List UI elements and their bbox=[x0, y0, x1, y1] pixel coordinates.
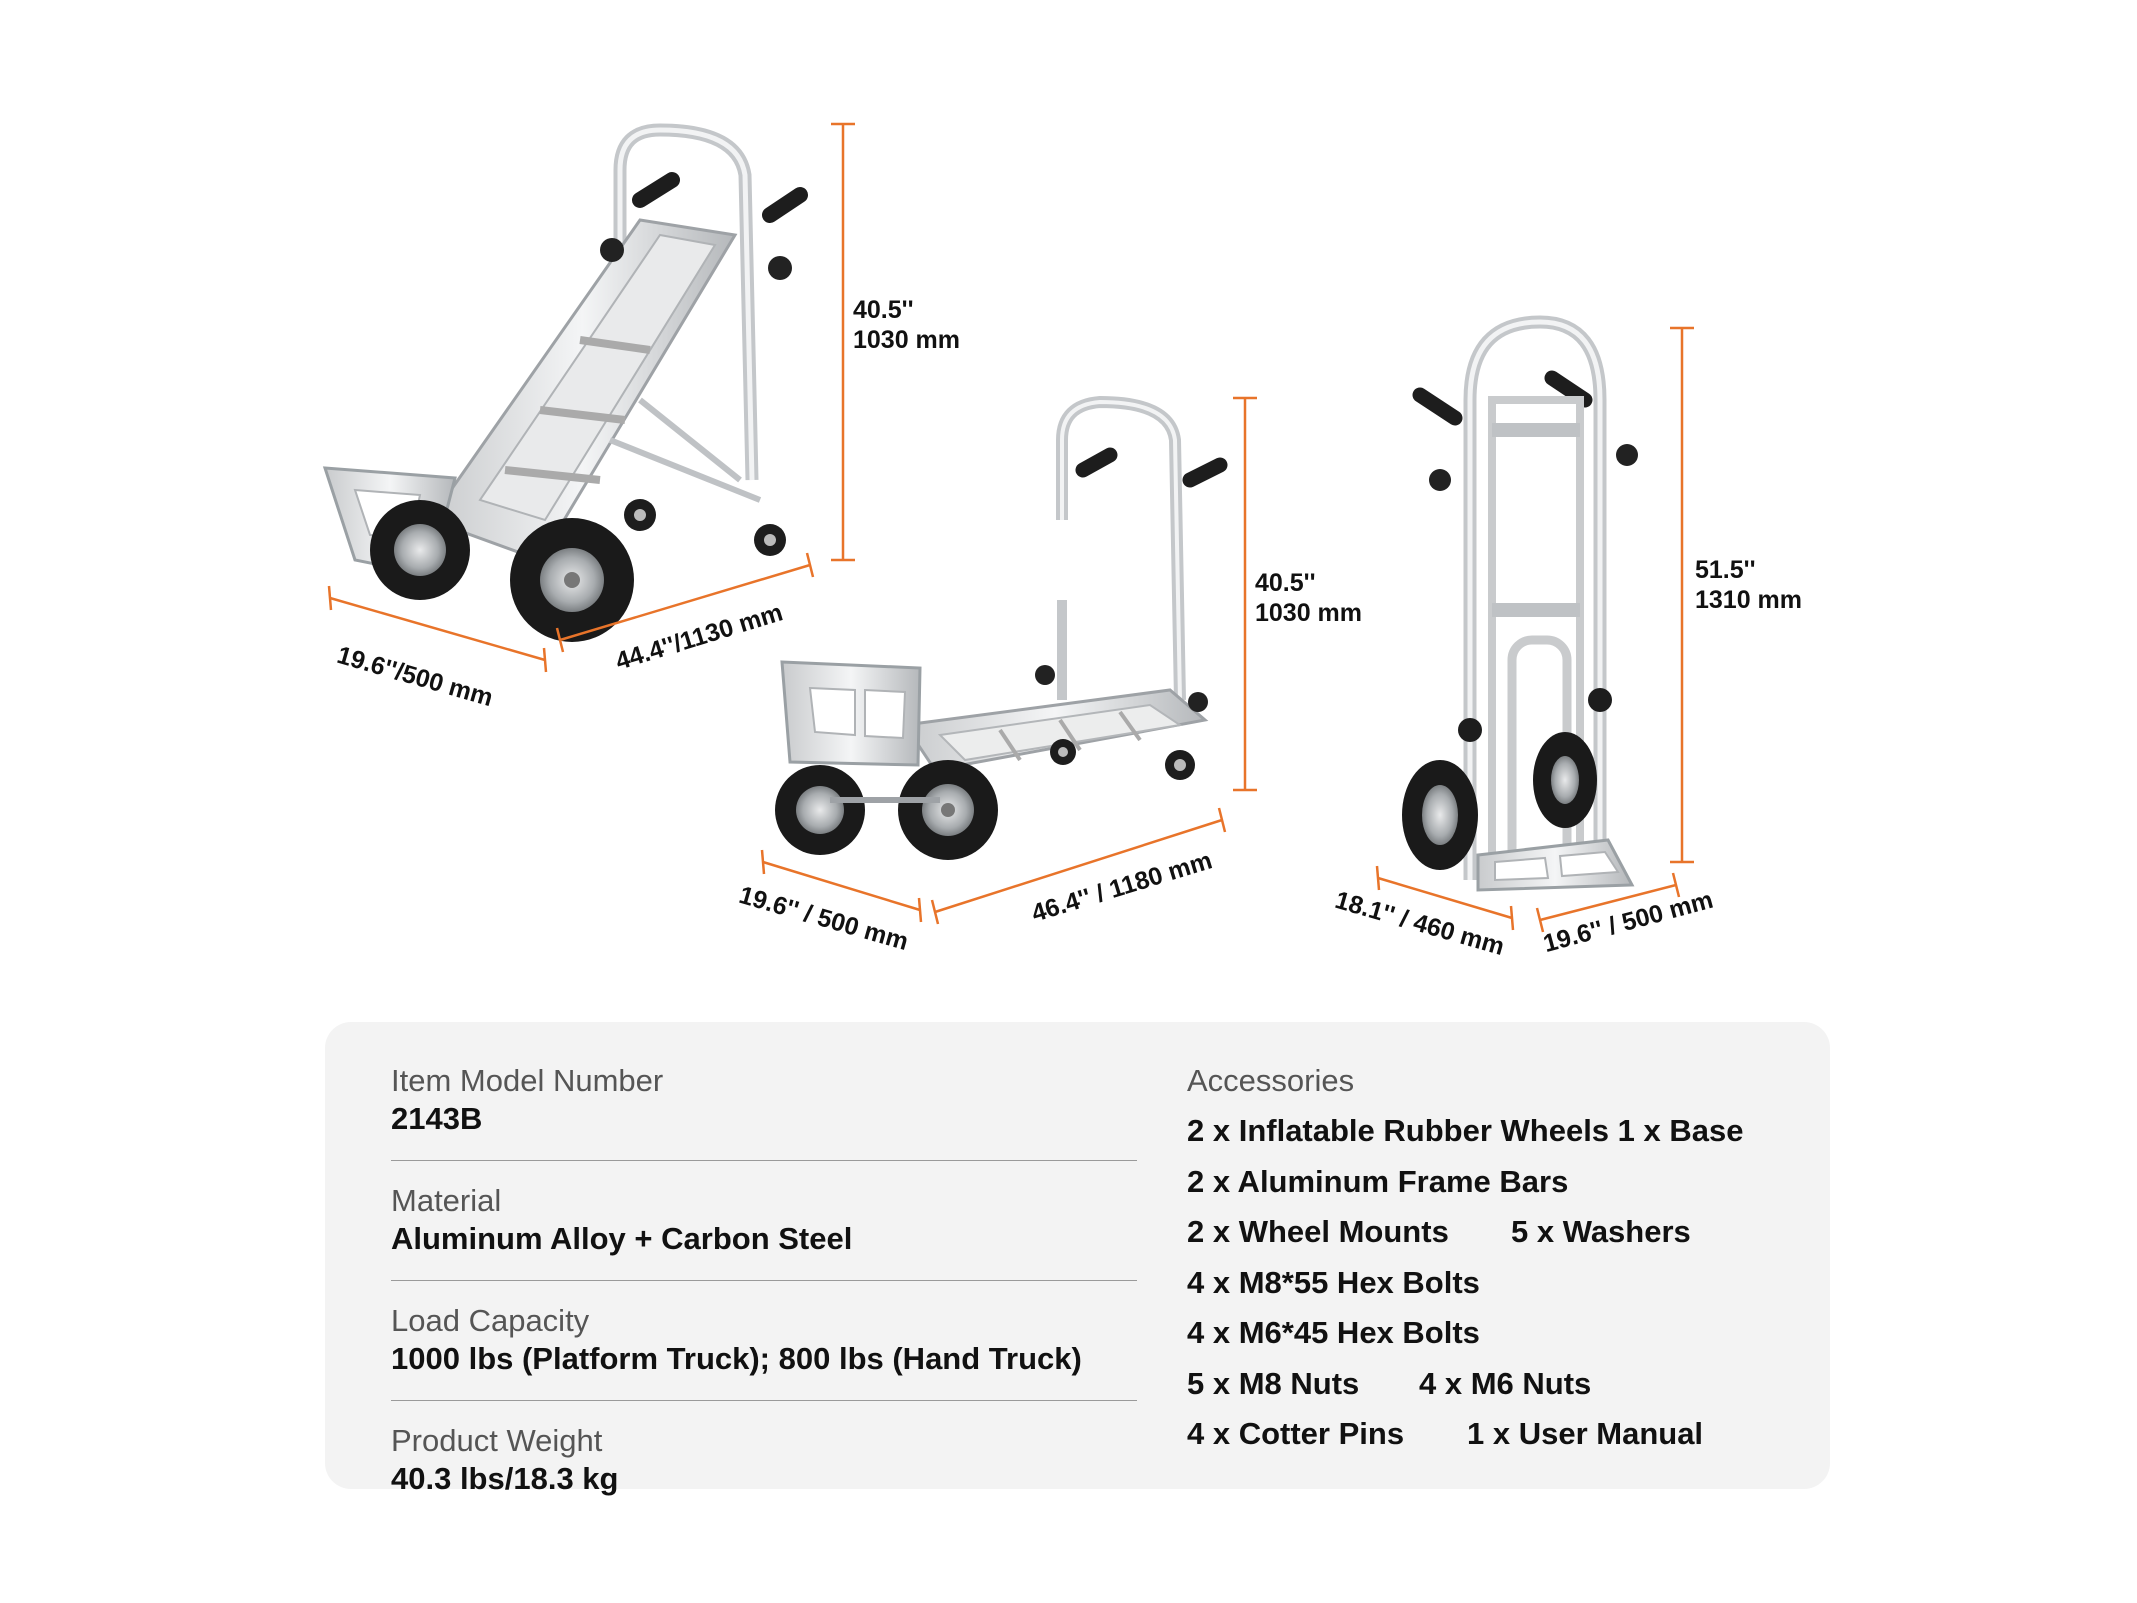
accessory-row: 4 x M6*45 Hex Bolts bbox=[1187, 1314, 1807, 1365]
height-label-b: 40.5'' 1030 mm bbox=[1255, 569, 1363, 627]
convertible-truck-angled bbox=[322, 123, 808, 642]
accessory-row: 2 x Inflatable Rubber Wheels 1 x Base bbox=[1187, 1112, 1807, 1163]
dimension-lines-c bbox=[1375, 326, 1694, 933]
spec-label: Load Capacity bbox=[391, 1303, 590, 1338]
accessory-item: 5 x M8 Nuts bbox=[1187, 1365, 1360, 1401]
accessory-item: 1 x User Manual bbox=[1467, 1416, 1704, 1451]
accessory-row: 2 x Aluminum Frame Bars bbox=[1187, 1163, 1807, 1214]
dimension-lines-b bbox=[760, 396, 1257, 925]
accessory-item: 4 x M6 Nuts bbox=[1419, 1365, 1592, 1401]
spec-item-load-capacity: Load Capacity 1000 lbs (Platform Truck);… bbox=[391, 1302, 1137, 1401]
product-illustration bbox=[322, 122, 1694, 933]
accessory-item: 4 x M6*45 Hex Bolts bbox=[1187, 1315, 1480, 1350]
accessory-item: 4 x Cotter Pins bbox=[1187, 1416, 1405, 1451]
platform-truck bbox=[775, 395, 1228, 860]
accessory-item: 2 x Aluminum Frame Bars bbox=[1187, 1163, 1569, 1199]
spec-value: 1000 lbs (Platform Truck); 800 lbs (Hand… bbox=[391, 1341, 1082, 1376]
spec-item-weight: Product Weight 40.3 lbs/18.3 kg bbox=[391, 1422, 1137, 1520]
spec-panel: Item Model Number 2143B Material Aluminu… bbox=[325, 1022, 1830, 1496]
spec-label: Item Model Number bbox=[391, 1063, 664, 1098]
accessory-row: 4 x Cotter Pins 1 x User Manual bbox=[1187, 1415, 1807, 1466]
accessory-row: 2 x Wheel Mounts 5 x Washers bbox=[1187, 1213, 1807, 1264]
spec-label: Product Weight bbox=[391, 1423, 603, 1458]
spec-item-model: Item Model Number 2143B bbox=[391, 1062, 1137, 1161]
accessories-list: Accessories 2 x Inflatable Rubber Wheels… bbox=[1187, 1062, 1807, 1466]
accessory-row: 4 x M8*55 Hex Bolts bbox=[1187, 1264, 1807, 1315]
spec-value: Aluminum Alloy + Carbon Steel bbox=[391, 1221, 853, 1256]
accessory-item: 5 x Washers bbox=[1511, 1214, 1691, 1249]
spec-value: 40.3 lbs/18.3 kg bbox=[391, 1461, 619, 1496]
height-label-a: 40.5'' 1030 mm bbox=[853, 296, 961, 354]
hand-truck-upright bbox=[1402, 315, 1638, 892]
height-label-c: 51.5'' 1310 mm bbox=[1695, 556, 1803, 614]
accessory-item: 2 x Inflatable Rubber Wheels 1 x Base bbox=[1187, 1113, 1744, 1148]
grip-icon bbox=[632, 172, 680, 208]
product-figure: 40.5'' 1030 mm 19.6''/500 mm 44.4''/1130… bbox=[322, 122, 1803, 961]
accessory-item: 2 x Wheel Mounts bbox=[1187, 1214, 1449, 1249]
dimension-lines-a bbox=[327, 122, 855, 673]
spec-value: 2143B bbox=[391, 1101, 483, 1136]
spec-list: Item Model Number 2143B Material Aluminu… bbox=[391, 1062, 1137, 1541]
spec-item-material: Material Aluminum Alloy + Carbon Steel bbox=[391, 1182, 1137, 1281]
accessory-row: 5 x M8 Nuts 4 x M6 Nuts bbox=[1187, 1365, 1807, 1416]
accessory-item: 4 x M8*55 Hex Bolts bbox=[1187, 1264, 1480, 1300]
spec-label: Material bbox=[391, 1183, 502, 1218]
accessories-title: Accessories bbox=[1187, 1063, 1355, 1098]
